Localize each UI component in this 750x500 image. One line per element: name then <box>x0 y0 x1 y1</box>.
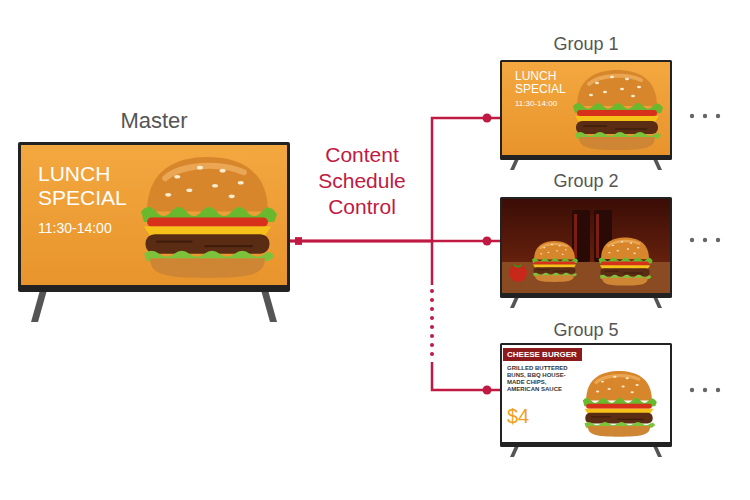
rect-shape <box>21 145 287 285</box>
more-dots <box>690 114 720 392</box>
rect-shape <box>502 345 670 442</box>
rect-shape <box>500 60 672 160</box>
edge-label-holder: Content Schedule Control <box>312 142 412 220</box>
polygon-shape <box>653 159 662 170</box>
master-tv: MasterLUNCH SPECIAL 11:30-14:00 <box>18 106 290 292</box>
rect-shape <box>502 199 670 293</box>
circle-shape <box>703 238 707 242</box>
circle-shape <box>690 114 694 118</box>
connector-line <box>432 362 500 390</box>
connector-line <box>290 118 500 241</box>
group1-tv <box>500 60 672 170</box>
use-shape <box>583 371 657 437</box>
rect-shape <box>502 62 670 155</box>
path-shape <box>514 265 522 267</box>
master-tv <box>18 142 290 322</box>
circle-shape <box>509 264 527 282</box>
connector <box>290 114 500 245</box>
group-tv: Group 5 CHEESE BURGER GRILLED BUTTERED BUN… <box>500 318 672 447</box>
tv-heading: Master <box>18 106 290 136</box>
rect-shape <box>500 197 672 298</box>
circle-shape <box>716 388 720 392</box>
circle-shape <box>716 114 720 118</box>
polygon-shape <box>510 446 519 457</box>
start-square <box>295 238 302 245</box>
edge-label: Content Schedule Control <box>312 142 412 220</box>
circle-shape <box>716 238 720 242</box>
use-shape <box>532 241 578 282</box>
screen-headline: LUNCH SPECIAL <box>515 70 573 96</box>
use-shape <box>141 157 277 278</box>
circle-shape <box>703 388 707 392</box>
group-tv: Group 1 LUNCH SPECIAL 11:30-14:00 <box>500 32 672 160</box>
group5-tv <box>500 343 672 457</box>
rect-shape <box>572 210 590 262</box>
screen-time: 11:30-14:00 <box>515 99 575 109</box>
polygon-shape <box>653 297 662 308</box>
screen-time: 11:30-14:00 <box>38 219 148 237</box>
start-square <box>295 238 302 245</box>
screen-headline: LUNCH SPECIAL <box>38 162 138 210</box>
rect-shape <box>500 343 672 447</box>
menu-title: CHEESE BURGER <box>503 348 582 361</box>
circle-shape <box>690 388 694 392</box>
polygon-shape <box>261 290 277 322</box>
tv-heading: Group 2 <box>500 169 672 193</box>
end-dot <box>483 237 492 246</box>
use-shape <box>599 238 653 286</box>
connector-dotted <box>430 291 434 359</box>
polygon-shape <box>31 290 47 322</box>
polygon-shape <box>510 297 519 308</box>
start-square <box>295 238 302 245</box>
use-shape <box>573 70 663 150</box>
circle-shape <box>690 238 694 242</box>
end-dot <box>483 386 492 395</box>
tv-heading: Group 5 <box>500 318 672 342</box>
rect-shape <box>18 142 290 292</box>
tv-heading: Group 1 <box>500 32 672 56</box>
menu-price: $4 <box>507 405 529 427</box>
end-dot <box>483 114 492 123</box>
rect-shape <box>596 214 599 258</box>
menu-description: GRILLED BUTTERED BUNS, BBQ HOUSE-MADE CH… <box>507 365 577 393</box>
polygon-shape <box>510 159 519 170</box>
connector-line <box>290 241 432 285</box>
polygon-shape <box>653 446 662 457</box>
circle-shape <box>703 114 707 118</box>
rect-shape <box>574 214 577 258</box>
group2-tv <box>500 197 672 308</box>
connector <box>290 238 500 395</box>
group-tv: Group 2 <box>500 169 672 298</box>
